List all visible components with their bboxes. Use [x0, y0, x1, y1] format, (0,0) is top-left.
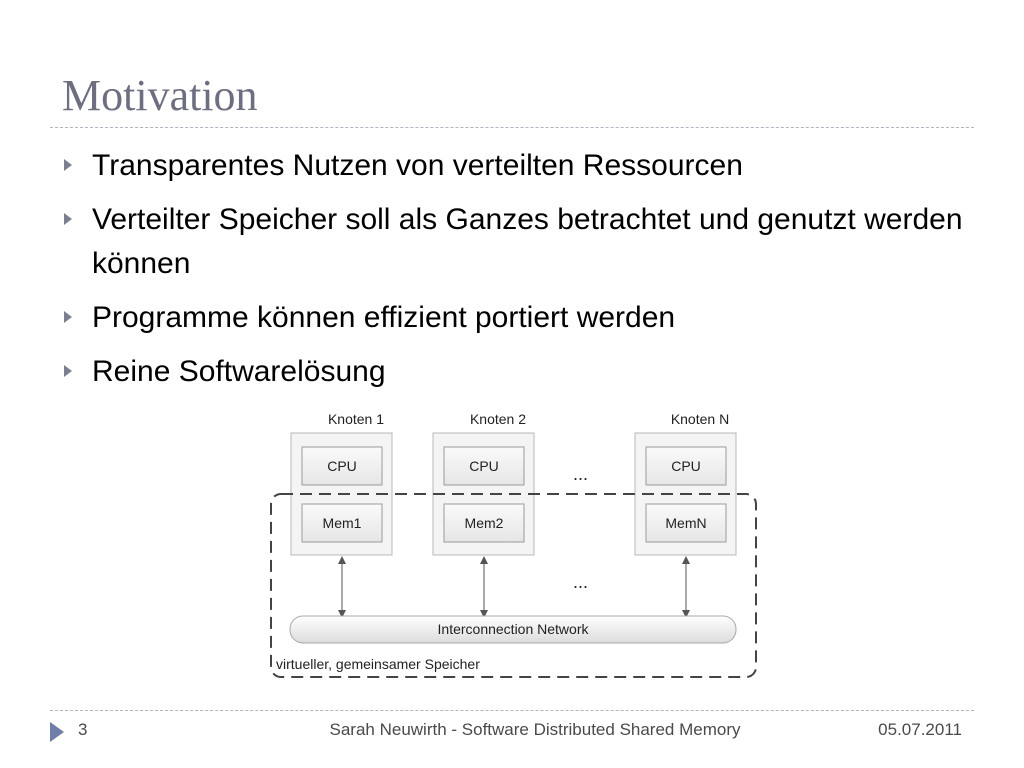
slide-title: Motivation: [62, 71, 258, 120]
mem-label: Mem2: [464, 515, 504, 531]
slide-number: 3: [78, 720, 88, 739]
mem-label: Mem1: [322, 515, 362, 531]
ellipsis-connections: ...: [573, 572, 589, 592]
cpu-box: [443, 446, 525, 486]
play-arrow-icon: [50, 722, 64, 742]
footer-divider: [50, 710, 974, 711]
bullet-item: Verteilter Speicher soll als Ganzes betr…: [62, 198, 982, 286]
mem-box: [645, 503, 727, 543]
bullet-item: Programme können effizient portiert werd…: [62, 296, 982, 340]
mem-box: [301, 503, 383, 543]
node-label: Knoten 1: [327, 411, 385, 427]
bullet-text: Transparentes Nutzen von verteilten Ress…: [92, 149, 743, 182]
ellipsis-nodes: ...: [573, 464, 589, 484]
cpu-label: CPU: [469, 458, 499, 474]
triangle-bullet-icon: [64, 365, 72, 377]
bullet-list: Transparentes Nutzen von verteilten Ress…: [62, 144, 982, 404]
cpu-label: CPU: [327, 458, 357, 474]
diagram-graphics: [270, 432, 757, 678]
triangle-bullet-icon: [64, 311, 72, 323]
bullet-item: Reine Softwarelösung: [62, 350, 982, 394]
node-label: Knoten 2: [469, 411, 527, 427]
bullet-item: Transparentes Nutzen von verteilten Ress…: [62, 144, 982, 188]
bullet-text: Reine Softwarelösung: [92, 355, 386, 388]
triangle-bullet-icon: [64, 213, 72, 225]
interconnection-network-bar: [289, 615, 737, 644]
bullet-text: Programme können effizient portiert werd…: [92, 301, 676, 334]
triangle-bullet-icon: [64, 159, 72, 171]
cpu-label: CPU: [671, 458, 701, 474]
dsm-architecture-diagram: Knoten 1 Knoten 2 Knoten N CPU CPU CPU M…: [260, 402, 770, 692]
cpu-box: [645, 446, 727, 486]
node-label: Knoten N: [670, 411, 730, 427]
mem-label: MemN: [665, 515, 707, 531]
mem-box: [443, 503, 525, 543]
shared-memory-boundary: [270, 493, 757, 678]
network-label: Interconnection Network: [437, 621, 589, 637]
bullet-text: Verteilter Speicher soll als Ganzes betr…: [92, 203, 963, 280]
footer-author-title: Sarah Neuwirth - Software Distributed Sh…: [329, 720, 741, 739]
cpu-box: [301, 446, 383, 486]
footer-date: 05.07.2011: [878, 720, 962, 739]
shared-memory-label: virtueller, gemeinsamer Speicher: [276, 656, 480, 672]
title-divider: [50, 127, 974, 128]
